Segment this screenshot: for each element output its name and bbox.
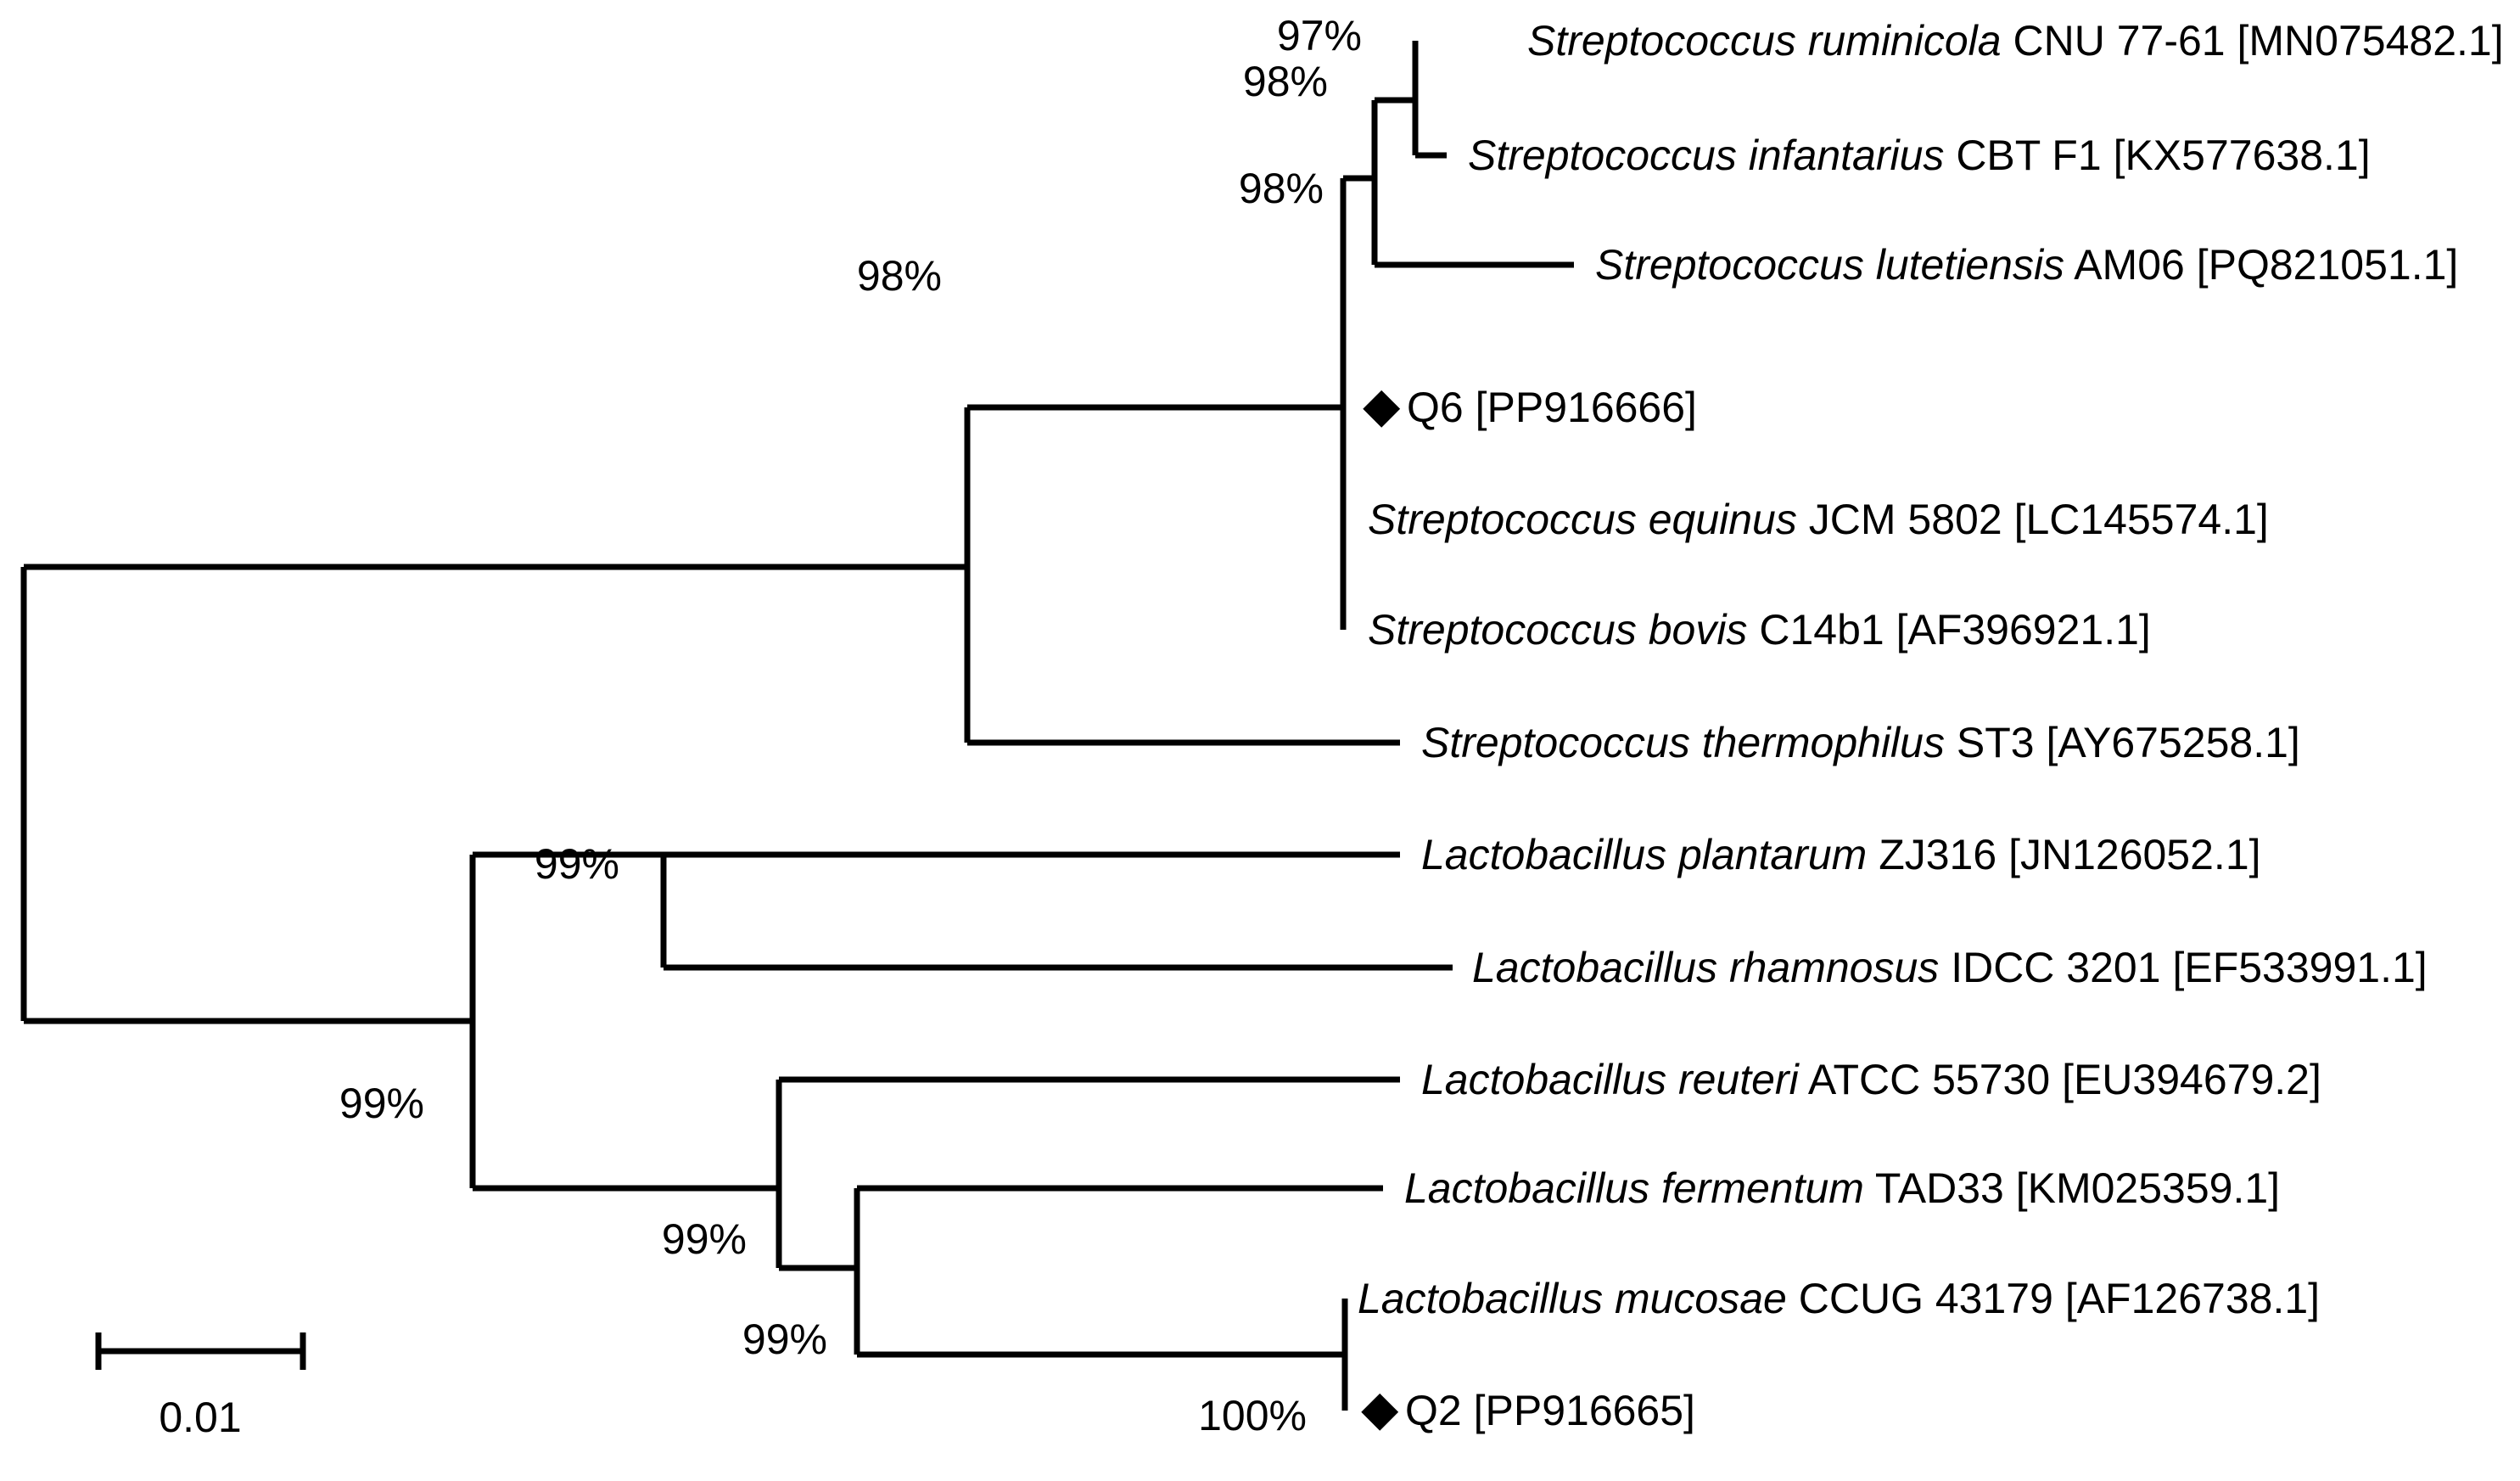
taxon-strain: ST3 [AY675258.1] bbox=[1956, 719, 2300, 766]
taxon-species: Lactobacillus plantarum bbox=[1421, 831, 1868, 878]
support-value-97: 97% bbox=[1276, 12, 1362, 59]
diamond-marker-icon bbox=[1363, 390, 1401, 428]
taxon-strain: ZJ316 [JN126052.1] bbox=[1879, 831, 2261, 878]
taxon-strain: JCM 5802 [LC145574.1] bbox=[1808, 496, 2269, 543]
taxon-label-l-reuteri: Lactobacillus reuteri ATCC 55730 [EU3946… bbox=[1421, 1058, 2321, 1101]
support-value-99-a: 99% bbox=[534, 840, 619, 888]
taxon-strain: C14b1 [AF396921.1] bbox=[1759, 606, 2151, 654]
taxon-strain: CNU 77-61 [MN075482.1] bbox=[2013, 17, 2504, 65]
taxon-species: Streptococcus infantarius bbox=[1468, 132, 1945, 179]
taxon-label-s-bovis: Streptococcus bovis C14b1 [AF396921.1] bbox=[1368, 609, 2151, 651]
taxon-species: Streptococcus ruminicola bbox=[1527, 17, 2002, 65]
support-value-100: 100% bbox=[1198, 1392, 1307, 1439]
support-value-99-b: 99% bbox=[339, 1080, 424, 1127]
taxon-strain: TAD33 [KM025359.1] bbox=[1874, 1164, 2281, 1212]
taxon-strain: CCUG 43179 [AF126738.1] bbox=[1798, 1275, 2321, 1322]
taxon-label-s-ruminicola: Streptococcus ruminicola CNU 77-61 [MN07… bbox=[1527, 20, 2504, 62]
taxon-species: Streptococcus thermophilus bbox=[1421, 719, 1945, 766]
taxon-species: Streptococcus equinus bbox=[1368, 496, 1797, 543]
taxon-species: Streptococcus lutetiensis bbox=[1595, 241, 2065, 289]
taxon-strain: Q2 [PP916665] bbox=[1405, 1387, 1695, 1434]
taxon-label-s-infantarius: Streptococcus infantarius CBT F1 [KX5776… bbox=[1468, 134, 2371, 177]
support-value-98-c: 98% bbox=[856, 252, 942, 300]
taxon-strain: Q6 [PP916666] bbox=[1407, 384, 1697, 431]
taxon-label-l-mucosae: Lactobacillus mucosae CCUG 43179 [AF1267… bbox=[1358, 1277, 2320, 1320]
taxon-label-l-plantarum: Lactobacillus plantarum ZJ316 [JN126052.… bbox=[1421, 833, 2261, 876]
taxon-strain: AM06 [PQ821051.1] bbox=[2074, 241, 2459, 289]
taxon-strain: CBT F1 [KX577638.1] bbox=[1956, 132, 2371, 179]
taxon-label-l-fermentum: Lactobacillus fermentum TAD33 [KM025359.… bbox=[1404, 1167, 2280, 1209]
taxon-species: Lactobacillus reuteri bbox=[1421, 1056, 1799, 1103]
taxon-label-l-rhamnosus: Lactobacillus rhamnosus IDCC 3201 [EF533… bbox=[1472, 946, 2428, 989]
taxon-label-s-lutetiensis: Streptococcus lutetiensis AM06 [PQ821051… bbox=[1595, 244, 2458, 286]
diamond-marker-icon bbox=[1361, 1393, 1399, 1431]
scale-bar-label: 0.01 bbox=[159, 1394, 242, 1441]
support-value-98-a: 98% bbox=[1242, 58, 1328, 105]
taxon-species: Lactobacillus rhamnosus bbox=[1472, 944, 1940, 991]
support-value-99-c: 99% bbox=[661, 1215, 747, 1263]
taxon-strain: ATCC 55730 [EU394679.2] bbox=[1807, 1056, 2321, 1103]
taxon-species: Lactobacillus fermentum bbox=[1404, 1164, 1864, 1212]
taxon-strain: IDCC 3201 [EF533991.1] bbox=[1951, 944, 2428, 991]
support-value-99-d: 99% bbox=[742, 1316, 827, 1363]
taxon-label-s-equinus: Streptococcus equinus JCM 5802 [LC145574… bbox=[1368, 498, 2269, 541]
taxon-label-s-thermophilus: Streptococcus thermophilus ST3 [AY675258… bbox=[1421, 721, 2300, 764]
taxon-label-q6: Q6 [PP916666] bbox=[1363, 384, 1697, 431]
taxon-species: Lactobacillus mucosae bbox=[1358, 1275, 1787, 1322]
taxon-label-q2: Q2 [PP916665] bbox=[1361, 1387, 1695, 1434]
support-value-98-b: 98% bbox=[1238, 165, 1324, 212]
taxon-species: Streptococcus bovis bbox=[1368, 606, 1748, 654]
